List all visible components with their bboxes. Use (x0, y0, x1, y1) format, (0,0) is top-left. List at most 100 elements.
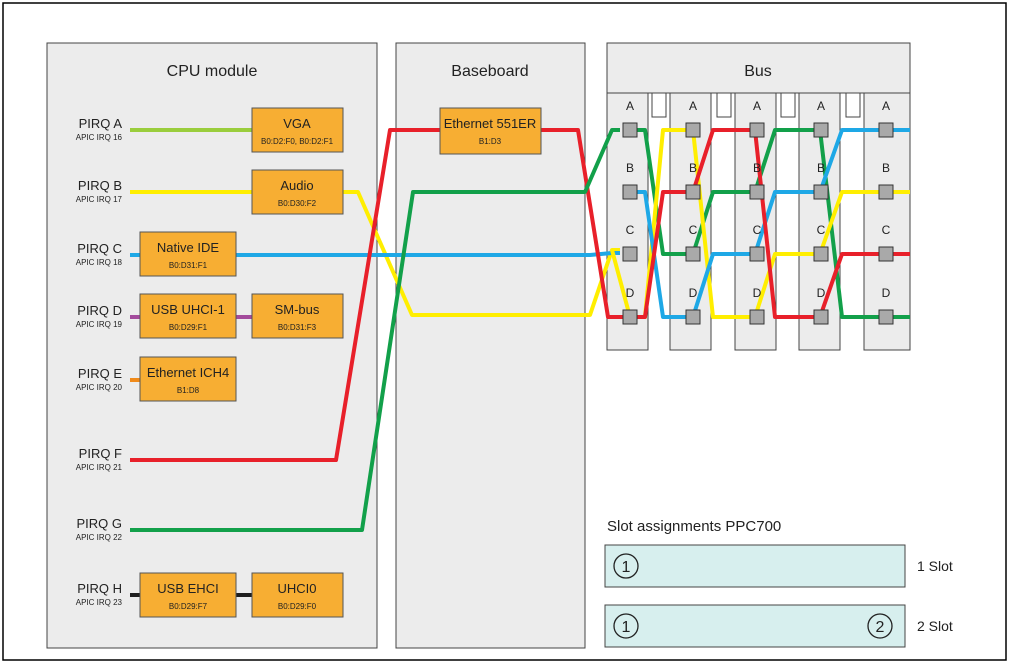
bus-pin (685, 184, 701, 200)
device-audio-addr: B0:D30:F2 (278, 199, 317, 208)
bus-pin (749, 122, 765, 138)
pirq-f-irq-label: APIC IRQ 21 (76, 463, 123, 472)
bus-pin-label: B (882, 161, 890, 175)
bus-pin-label: A (753, 99, 761, 113)
bus-gap-3 (780, 92, 796, 118)
device-ethernet-551er: Ethernet 551ER B1:D3 (439, 107, 542, 155)
pirq-e-irq-label: APIC IRQ 20 (76, 383, 123, 392)
device-sm-bus: SM-bus B0:D31:F3 (251, 293, 344, 339)
bus-pin (622, 122, 638, 138)
slot-row-2-bar (604, 604, 906, 648)
bus-pin (878, 122, 894, 138)
slot-row-2-number-2-circle (867, 613, 893, 639)
pirq-c-line (130, 251, 620, 257)
bus-pin-label: A (882, 99, 890, 113)
pirq-a-label: PIRQ A (79, 116, 123, 131)
slot-row-2-number-1: 1 (622, 619, 631, 636)
bus-title: Bus (744, 63, 772, 80)
bus-pin (813, 309, 829, 325)
bus-pin (622, 246, 638, 262)
pirq-g-irq-label: APIC IRQ 22 (76, 533, 123, 542)
bus-pin (685, 309, 701, 325)
device-sm-bus-addr: B0:D31:F3 (278, 323, 317, 332)
slot-row-2-number-1-circle (613, 613, 639, 639)
bus-gap-2 (716, 92, 732, 118)
bus-pin-label: B (753, 161, 761, 175)
device-usb-ehci: USB EHCI B0:D29:F7 (139, 572, 237, 618)
device-vga: VGA B0:D2:F0, B0:D2:F1 (251, 107, 344, 153)
bus-pin-label: B (626, 161, 634, 175)
bus-pin-label: A (626, 99, 634, 113)
pirq-c-irq-label: APIC IRQ 18 (76, 258, 123, 267)
pirq-f-label: PIRQ F (79, 446, 122, 461)
bus-pin-label: C (882, 223, 891, 237)
device-uhci0: UHCI0 B0:D29:F0 (251, 572, 344, 618)
bus-pin (749, 246, 765, 262)
bus-connector-5 (863, 92, 911, 351)
bus-pin (813, 246, 829, 262)
device-audio-name: Audio (280, 178, 313, 193)
bus-pin (878, 246, 894, 262)
device-usb-uhci-1-addr: B0:D29:F1 (169, 323, 208, 332)
bus-pin-label: D (753, 286, 762, 300)
device-native-ide-name: Native IDE (157, 240, 219, 255)
slot-row-1-bar (604, 544, 906, 588)
bus-pin-label: D (817, 286, 826, 300)
bus-wiring (610, 128, 910, 319)
bus-pin (749, 184, 765, 200)
pirq-f-line (130, 128, 620, 462)
bus-pin (749, 309, 765, 325)
pirq-e-label: PIRQ E (78, 366, 122, 381)
slot-assignments-title: Slot assignments PPC700 (607, 518, 781, 535)
device-ethernet-551er-addr: B1:D3 (479, 137, 502, 146)
baseboard-title: Baseboard (451, 63, 528, 80)
device-vga-addr: B0:D2:F0, B0:D2:F1 (261, 137, 334, 146)
bus-pin (685, 246, 701, 262)
bus-pin-label: C (626, 223, 635, 237)
pirq-d-label: PIRQ D (77, 303, 122, 318)
bus-pin-label: C (689, 223, 698, 237)
pirq-g-label: PIRQ G (76, 516, 122, 531)
bus-pin-label: A (689, 99, 697, 113)
slot-row-1-label: 1 Slot (917, 558, 953, 574)
device-ethernet-551er-name: Ethernet 551ER (444, 116, 537, 131)
bus-pin (685, 122, 701, 138)
bus-pin (622, 184, 638, 200)
device-native-ide: Native IDE B0:D31:F1 (139, 231, 237, 277)
device-ethernet-ich4-name: Ethernet ICH4 (147, 365, 229, 380)
pirq-a-irq-label: APIC IRQ 16 (76, 133, 123, 142)
bus-gap-4 (845, 92, 861, 118)
device-sm-bus-name: SM-bus (275, 302, 320, 317)
slot-row-1-number-1: 1 (622, 559, 631, 576)
bus-pin-label: C (753, 223, 762, 237)
bus-pin-label: B (689, 161, 697, 175)
bus-panel (606, 42, 911, 94)
slot-row-1-number-1-circle (613, 553, 639, 579)
pirq-g-line (130, 128, 620, 532)
pirq-h-irq-label: APIC IRQ 23 (76, 598, 123, 607)
device-usb-uhci-1-name: USB UHCI-1 (151, 302, 225, 317)
devices: VGA B0:D2:F0, B0:D2:F1 Audio B0:D30:F2 N… (139, 107, 542, 618)
pirq-h-label: PIRQ H (77, 581, 122, 596)
pirq-d-irq-label: APIC IRQ 19 (76, 320, 123, 329)
pirq-c-label: PIRQ C (77, 241, 122, 256)
device-native-ide-addr: B0:D31:F1 (169, 261, 208, 270)
bus-gap-1 (651, 92, 667, 118)
bus-pin (813, 184, 829, 200)
device-usb-ehci-name: USB EHCI (157, 581, 218, 596)
device-usb-ehci-addr: B0:D29:F7 (169, 602, 208, 611)
device-ethernet-ich4-addr: B1:D8 (177, 386, 200, 395)
slot-assignments: Slot assignments PPC700 1 1 Slot 1 2 2 S… (604, 518, 953, 648)
cpu-module-title: CPU module (167, 63, 258, 80)
slot-row-2-number-2: 2 (876, 619, 885, 636)
device-uhci0-addr: B0:D29:F0 (278, 602, 317, 611)
device-uhci0-name: UHCI0 (277, 581, 316, 596)
slot-row-2-label: 2 Slot (917, 618, 953, 634)
bus-pin (813, 122, 829, 138)
pirq-b-irq-label: APIC IRQ 17 (76, 195, 123, 204)
bus-pin (878, 309, 894, 325)
device-ethernet-ich4: Ethernet ICH4 B1:D8 (139, 356, 237, 402)
